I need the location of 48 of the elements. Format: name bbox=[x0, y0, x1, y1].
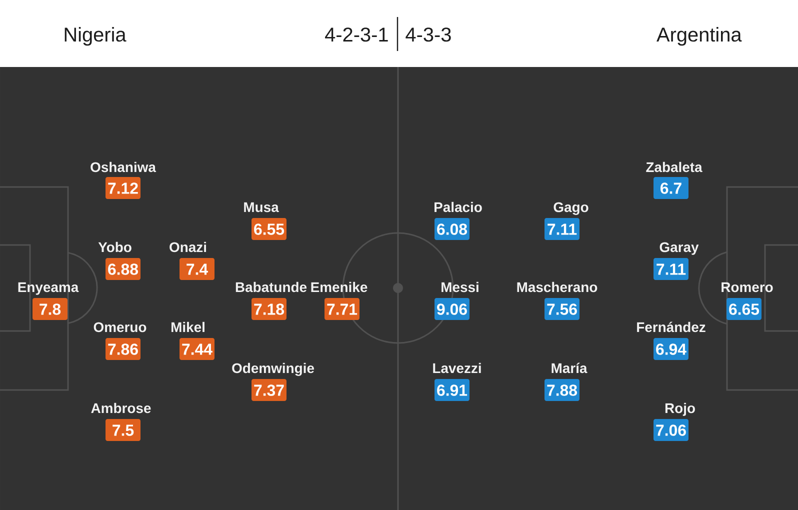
rating-badge: 7.37 bbox=[252, 379, 286, 401]
player-name: María bbox=[552, 362, 588, 374]
player-name: Mascherano bbox=[517, 282, 598, 292]
player-name: Messi bbox=[442, 282, 478, 292]
rating-badge: 6.65 bbox=[726, 298, 762, 320]
player-name: Onazi bbox=[170, 242, 206, 252]
rating-badge: 6.91 bbox=[434, 379, 470, 401]
rating-badge: 7.11 bbox=[654, 258, 688, 280]
player-name: Enyeama bbox=[18, 282, 79, 295]
player-name: Lavezzi bbox=[433, 362, 481, 374]
rating-badge: 7.56 bbox=[544, 298, 580, 320]
player-name: Romero bbox=[722, 282, 773, 292]
rating-badge: 7.5 bbox=[106, 419, 140, 441]
rating-badge: 6.55 bbox=[252, 218, 286, 240]
rating-badge: 7.88 bbox=[544, 379, 580, 401]
player-name: Zabaleta bbox=[646, 162, 702, 172]
player-name: Odemwingie bbox=[232, 362, 314, 376]
rating-badge: 7.18 bbox=[252, 298, 286, 320]
player-name: Gago bbox=[554, 202, 588, 215]
team-name: Argentina bbox=[656, 27, 742, 46]
team-name: Nigeria bbox=[64, 27, 126, 46]
player-name: Palacio bbox=[434, 202, 482, 212]
rating-badge: 7.12 bbox=[106, 177, 140, 199]
rating-badge: 6.08 bbox=[434, 218, 470, 240]
player-name: Omeruo bbox=[94, 322, 146, 332]
rating-badge: 7.8 bbox=[32, 298, 68, 320]
player-name: Musa bbox=[244, 202, 279, 212]
formation-label: 4-3-3 bbox=[406, 28, 451, 42]
player-name: Babatunde bbox=[236, 282, 307, 292]
player-name: Garay bbox=[660, 242, 699, 255]
player-name: Mikel bbox=[172, 322, 204, 332]
player-name: Yobo bbox=[98, 242, 132, 252]
player-name: Ambrose bbox=[91, 402, 151, 414]
rating-badge: 6.94 bbox=[654, 338, 688, 360]
player-name: Emenike bbox=[311, 282, 368, 292]
rating-badge: 7.4 bbox=[180, 258, 214, 280]
rating-badge: 7.71 bbox=[324, 298, 360, 320]
rating-badge: 7.44 bbox=[180, 338, 214, 360]
rating-badge: 6.7 bbox=[654, 177, 688, 199]
rating-badge: 9.06 bbox=[434, 298, 470, 320]
player-name: Rojo bbox=[665, 402, 695, 416]
rating-badge: 7.11 bbox=[544, 218, 580, 240]
rating-badge: 7.06 bbox=[654, 419, 688, 441]
player-name: Oshaniwa bbox=[90, 162, 156, 172]
formation-label: 4-2-3-1 bbox=[325, 28, 388, 42]
rating-badge: 6.88 bbox=[106, 258, 140, 280]
player-name: Fernández bbox=[637, 322, 706, 332]
rating-badge: 7.86 bbox=[106, 338, 140, 360]
